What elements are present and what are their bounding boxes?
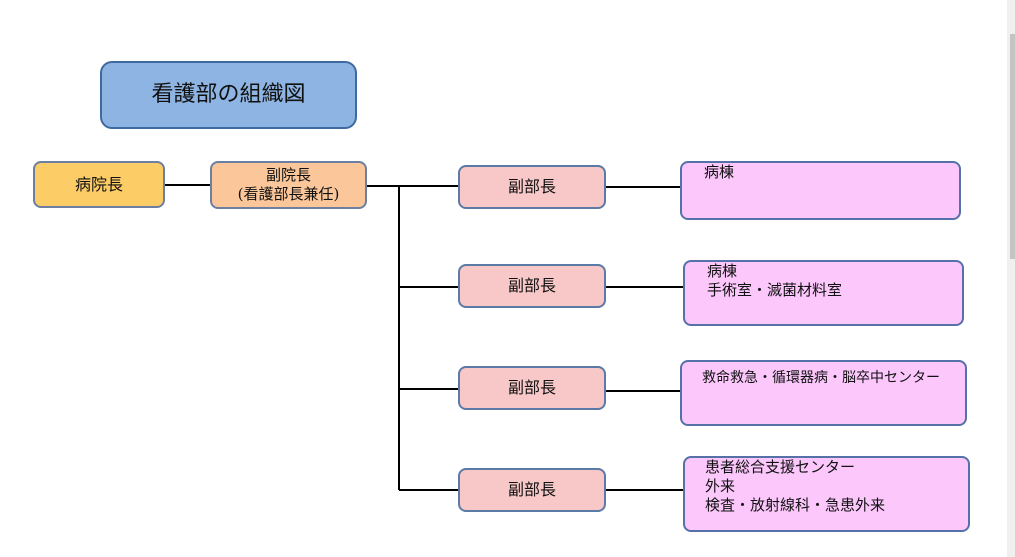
connector-deputy-dept-4 <box>606 489 683 491</box>
department-item: 救命救急・循環器病・脳卒中センター <box>702 370 940 386</box>
deputy-label: 副部長 <box>507 276 556 295</box>
connector-trunk-deputy-3 <box>399 388 458 390</box>
vertical-scrollbar-thumb[interactable] <box>1010 34 1015 259</box>
deputy-label: 副部長 <box>507 378 556 397</box>
department-item: 手術室・滅菌材料室 <box>707 280 843 299</box>
director-box: 病院長 <box>33 161 165 208</box>
department-box-1: 病棟 <box>680 161 961 220</box>
connector-deputy-dept-1 <box>606 186 680 188</box>
department-item: 検査・放射線科・急患外来 <box>705 495 886 514</box>
department-box-2: 病棟 手術室・滅菌材料室 <box>683 260 964 326</box>
org-chart-title: 看護部の組織図 <box>100 61 357 129</box>
deputy-box-4: 副部長 <box>458 468 606 512</box>
org-chart-title-text: 看護部の組織図 <box>151 82 306 108</box>
department-item: 病棟 <box>704 163 735 181</box>
connector-deputy-dept-2 <box>606 286 683 288</box>
vice-director-title: 副院長 <box>265 166 311 185</box>
deputy-box-2: 副部長 <box>458 264 606 308</box>
deputy-box-1: 副部長 <box>458 165 606 209</box>
connector-vertical-trunk <box>398 185 400 490</box>
department-item: 病棟 <box>707 262 738 280</box>
connector-vice-trunk <box>367 185 458 187</box>
vice-director-subtitle: (看護部長兼任) <box>237 185 340 203</box>
vice-director-box: 副院長 (看護部長兼任) <box>210 161 367 209</box>
vertical-scrollbar-track[interactable] <box>1007 0 1015 557</box>
connector-deputy-dept-3 <box>606 390 680 392</box>
department-box-4: 患者総合支援センター 外来 検査・放射線科・急患外来 <box>683 456 970 532</box>
connector-director-vice <box>165 184 210 186</box>
deputy-box-3: 副部長 <box>458 366 606 410</box>
deputy-label: 副部長 <box>507 177 556 196</box>
connector-trunk-deputy-2 <box>399 286 458 288</box>
deputy-label: 副部長 <box>507 480 556 499</box>
connector-trunk-deputy-4 <box>399 489 458 491</box>
department-item: 外来 <box>705 476 736 495</box>
department-item: 患者総合支援センター <box>705 458 856 476</box>
director-label: 病院長 <box>74 174 123 194</box>
department-box-3: 救命救急・循環器病・脳卒中センター <box>680 360 967 426</box>
